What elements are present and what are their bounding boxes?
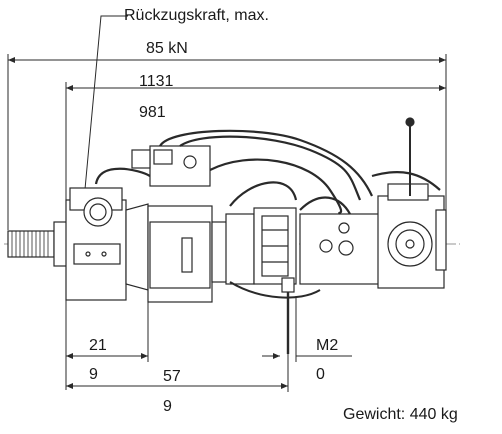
force-value: 85 kN — [146, 40, 188, 57]
dim-mid-b: 9 — [163, 398, 172, 415]
dim-mid-a: 57 — [163, 368, 181, 385]
thread-label-b: 0 — [316, 366, 325, 383]
hoses — [94, 129, 441, 215]
dim-overall-a: 1131 — [139, 73, 174, 90]
dim-overall-b: 981 — [139, 104, 166, 121]
dim-left-a: 21 — [89, 337, 107, 354]
dim-left-b: 9 — [89, 366, 98, 383]
thread-rod — [7, 230, 55, 258]
weight-label: Gewicht: 440 kg — [343, 406, 458, 423]
force-leader — [83, 15, 128, 201]
cone-section — [125, 203, 149, 291]
thread-label: M2 — [316, 337, 339, 354]
machine — [7, 117, 447, 354]
force-title: Rückzugskraft, max. — [124, 7, 269, 24]
